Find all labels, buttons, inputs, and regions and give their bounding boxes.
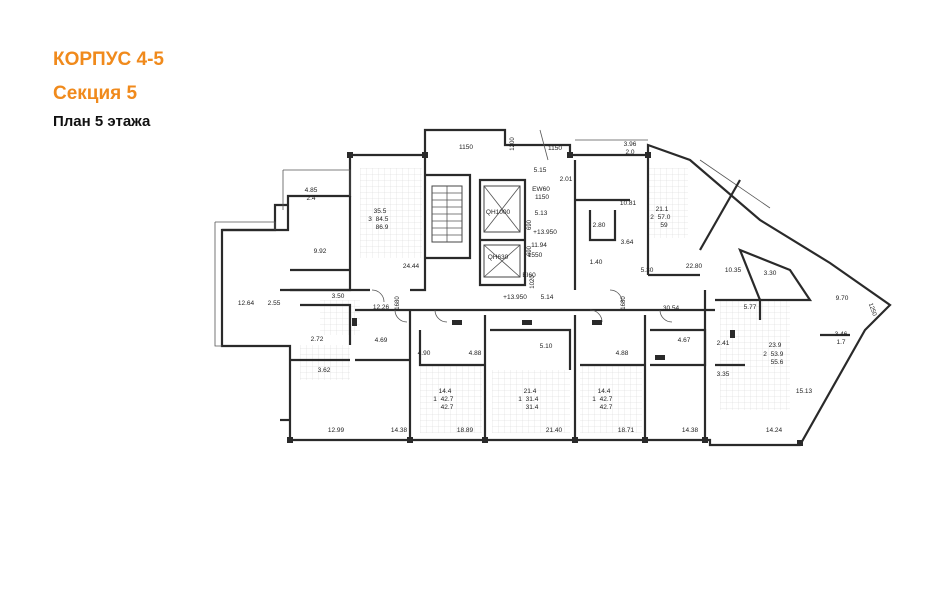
dim-690-top: 690 <box>527 219 533 230</box>
dim-1550: 1550 <box>528 252 543 259</box>
area-4-67: 4.67 <box>678 337 691 344</box>
area-12-26: 12.26 <box>373 304 390 311</box>
tiled-areas <box>300 168 790 433</box>
area-14-24: 14.24 <box>766 427 783 434</box>
area-18-71: 18.71 <box>618 427 635 434</box>
area-2-55: 2.55 <box>268 300 281 307</box>
area-24-44: 24.44 <box>403 263 420 270</box>
dim-1020: 1020 <box>530 275 536 289</box>
elevator-qh1000: QH1000 <box>486 209 511 216</box>
area-14-38-right: 14.38 <box>682 427 699 434</box>
dim-1200: 1200 <box>510 137 516 151</box>
area-30-54: 30.54 <box>663 305 680 312</box>
apt-rooms-2-b: 2 <box>763 351 767 358</box>
area-22-80: 22.80 <box>686 263 703 270</box>
door-ew60: EW60 <box>532 186 550 193</box>
area-5-13: 5.13 <box>535 210 548 217</box>
area-10-35: 10.35 <box>725 267 742 274</box>
area-3-30: 3.30 <box>764 270 777 277</box>
staircase <box>431 185 463 243</box>
apt-total-42-7-a: 42.7 <box>441 404 454 411</box>
section-title: Секция 5 <box>53 83 138 104</box>
apt-living-23-9: 23.9 <box>769 342 782 349</box>
area-14-38-left: 14.38 <box>391 427 408 434</box>
area-5-14: 5.14 <box>541 294 554 301</box>
apt-total-31-4: 31.4 <box>526 404 539 411</box>
apt-rooms-1-a: 1 <box>433 396 437 403</box>
apt-area-53-9: 53.9 <box>771 351 784 358</box>
area-9-92: 9.92 <box>314 248 327 255</box>
columns <box>287 152 803 446</box>
area-2-41: 2.41 <box>717 340 730 347</box>
door-ei60: EI60 <box>522 272 536 279</box>
apt-rooms-3: 3 <box>368 216 372 223</box>
area-4-69: 4.69 <box>375 337 388 344</box>
floor-plan-title: План 5 этажа <box>53 113 151 130</box>
area-3-35: 3.35 <box>717 371 730 378</box>
area-5-15: 5.15 <box>534 167 547 174</box>
area-21-40: 21.40 <box>546 427 563 434</box>
area-5-10: 5.10 <box>540 343 553 350</box>
building-title: КОРПУС 4-5 <box>53 49 164 70</box>
area-9-70: 9.70 <box>836 295 849 302</box>
inner-walls <box>280 155 850 440</box>
area-4-90: 4.90 <box>418 350 431 357</box>
dim-1680-left: 1680 <box>395 296 401 310</box>
apt-total-55-6: 55.6 <box>771 359 784 366</box>
area-3-62: 3.62 <box>318 367 331 374</box>
area-10-81: 10.81 <box>620 200 637 207</box>
apt-total-42-7-b: 42.7 <box>600 404 613 411</box>
apt-rooms-1-b: 1 <box>518 396 522 403</box>
area-2-0: 2.0 <box>625 149 634 156</box>
dim-1150-right: 1150 <box>548 145 562 152</box>
apt-rooms-1-c: 1 <box>592 396 596 403</box>
apt-area-57-0: 57.0 <box>658 214 671 221</box>
plan-labels: 1150 1200 1150 3.96 2.0 4.85 2.4 5.15 2.… <box>238 137 877 434</box>
dim-1150-center: 1150 <box>535 194 549 201</box>
dim-690-bottom: 690 <box>527 245 533 256</box>
area-11-94: 11.94 <box>531 242 547 249</box>
area-1-40: 1.40 <box>590 259 603 266</box>
apt-area-42-7-a: 42.7 <box>441 396 454 403</box>
doors <box>371 129 673 323</box>
area-4-88-left: 4.88 <box>469 350 482 357</box>
area-2-4: 2.4 <box>306 195 315 202</box>
area-3-50: 3.50 <box>332 293 345 300</box>
apt-area-31-4: 31.4 <box>526 396 539 403</box>
outer-walls <box>214 128 892 447</box>
area-3-96: 3.96 <box>624 141 637 148</box>
area-2-01: 2.01 <box>560 176 573 183</box>
apt-rooms-2-a: 2 <box>650 214 654 221</box>
apt-living-21-1: 21.1 <box>656 206 669 213</box>
dim-1250: 1250 <box>867 302 877 317</box>
area-4-85: 4.85 <box>305 187 318 194</box>
area-5-30: 5.30 <box>641 267 654 274</box>
apt-living-21-4: 21.4 <box>524 388 537 395</box>
area-2-80: 2.80 <box>593 222 606 229</box>
area-2-72: 2.72 <box>311 336 324 343</box>
area-4-88-right: 4.88 <box>616 350 629 357</box>
dim-1680-right: 1680 <box>621 296 627 310</box>
apt-area-84-5: 84.5 <box>376 216 389 223</box>
apt-area-42-7-b: 42.7 <box>600 396 613 403</box>
level-13-950-corridor: +13.950 <box>503 294 527 301</box>
area-12-64: 12.64 <box>238 300 255 307</box>
apt-total-59: 59 <box>660 222 668 229</box>
apt-living-35-5: 35.5 <box>374 208 387 215</box>
area-12-99: 12.99 <box>328 427 345 434</box>
dim-1150-left: 1150 <box>459 144 473 151</box>
area-15-13: 15.13 <box>796 388 813 395</box>
elevators <box>483 185 521 278</box>
elevator-qh630: QH630 <box>488 254 509 261</box>
apt-living-14-4-left: 14.4 <box>439 388 452 395</box>
level-13-950-top: +13.950 <box>533 229 557 236</box>
area-5-77: 5.77 <box>744 304 757 311</box>
apt-total-86-9: 86.9 <box>376 224 389 231</box>
area-3-64: 3.64 <box>621 239 634 246</box>
apt-living-14-4-right: 14.4 <box>598 388 611 395</box>
area-18-89: 18.89 <box>457 427 474 434</box>
area-1-7: 1.7 <box>836 339 845 346</box>
area-3-46: 3.46 <box>835 331 848 338</box>
